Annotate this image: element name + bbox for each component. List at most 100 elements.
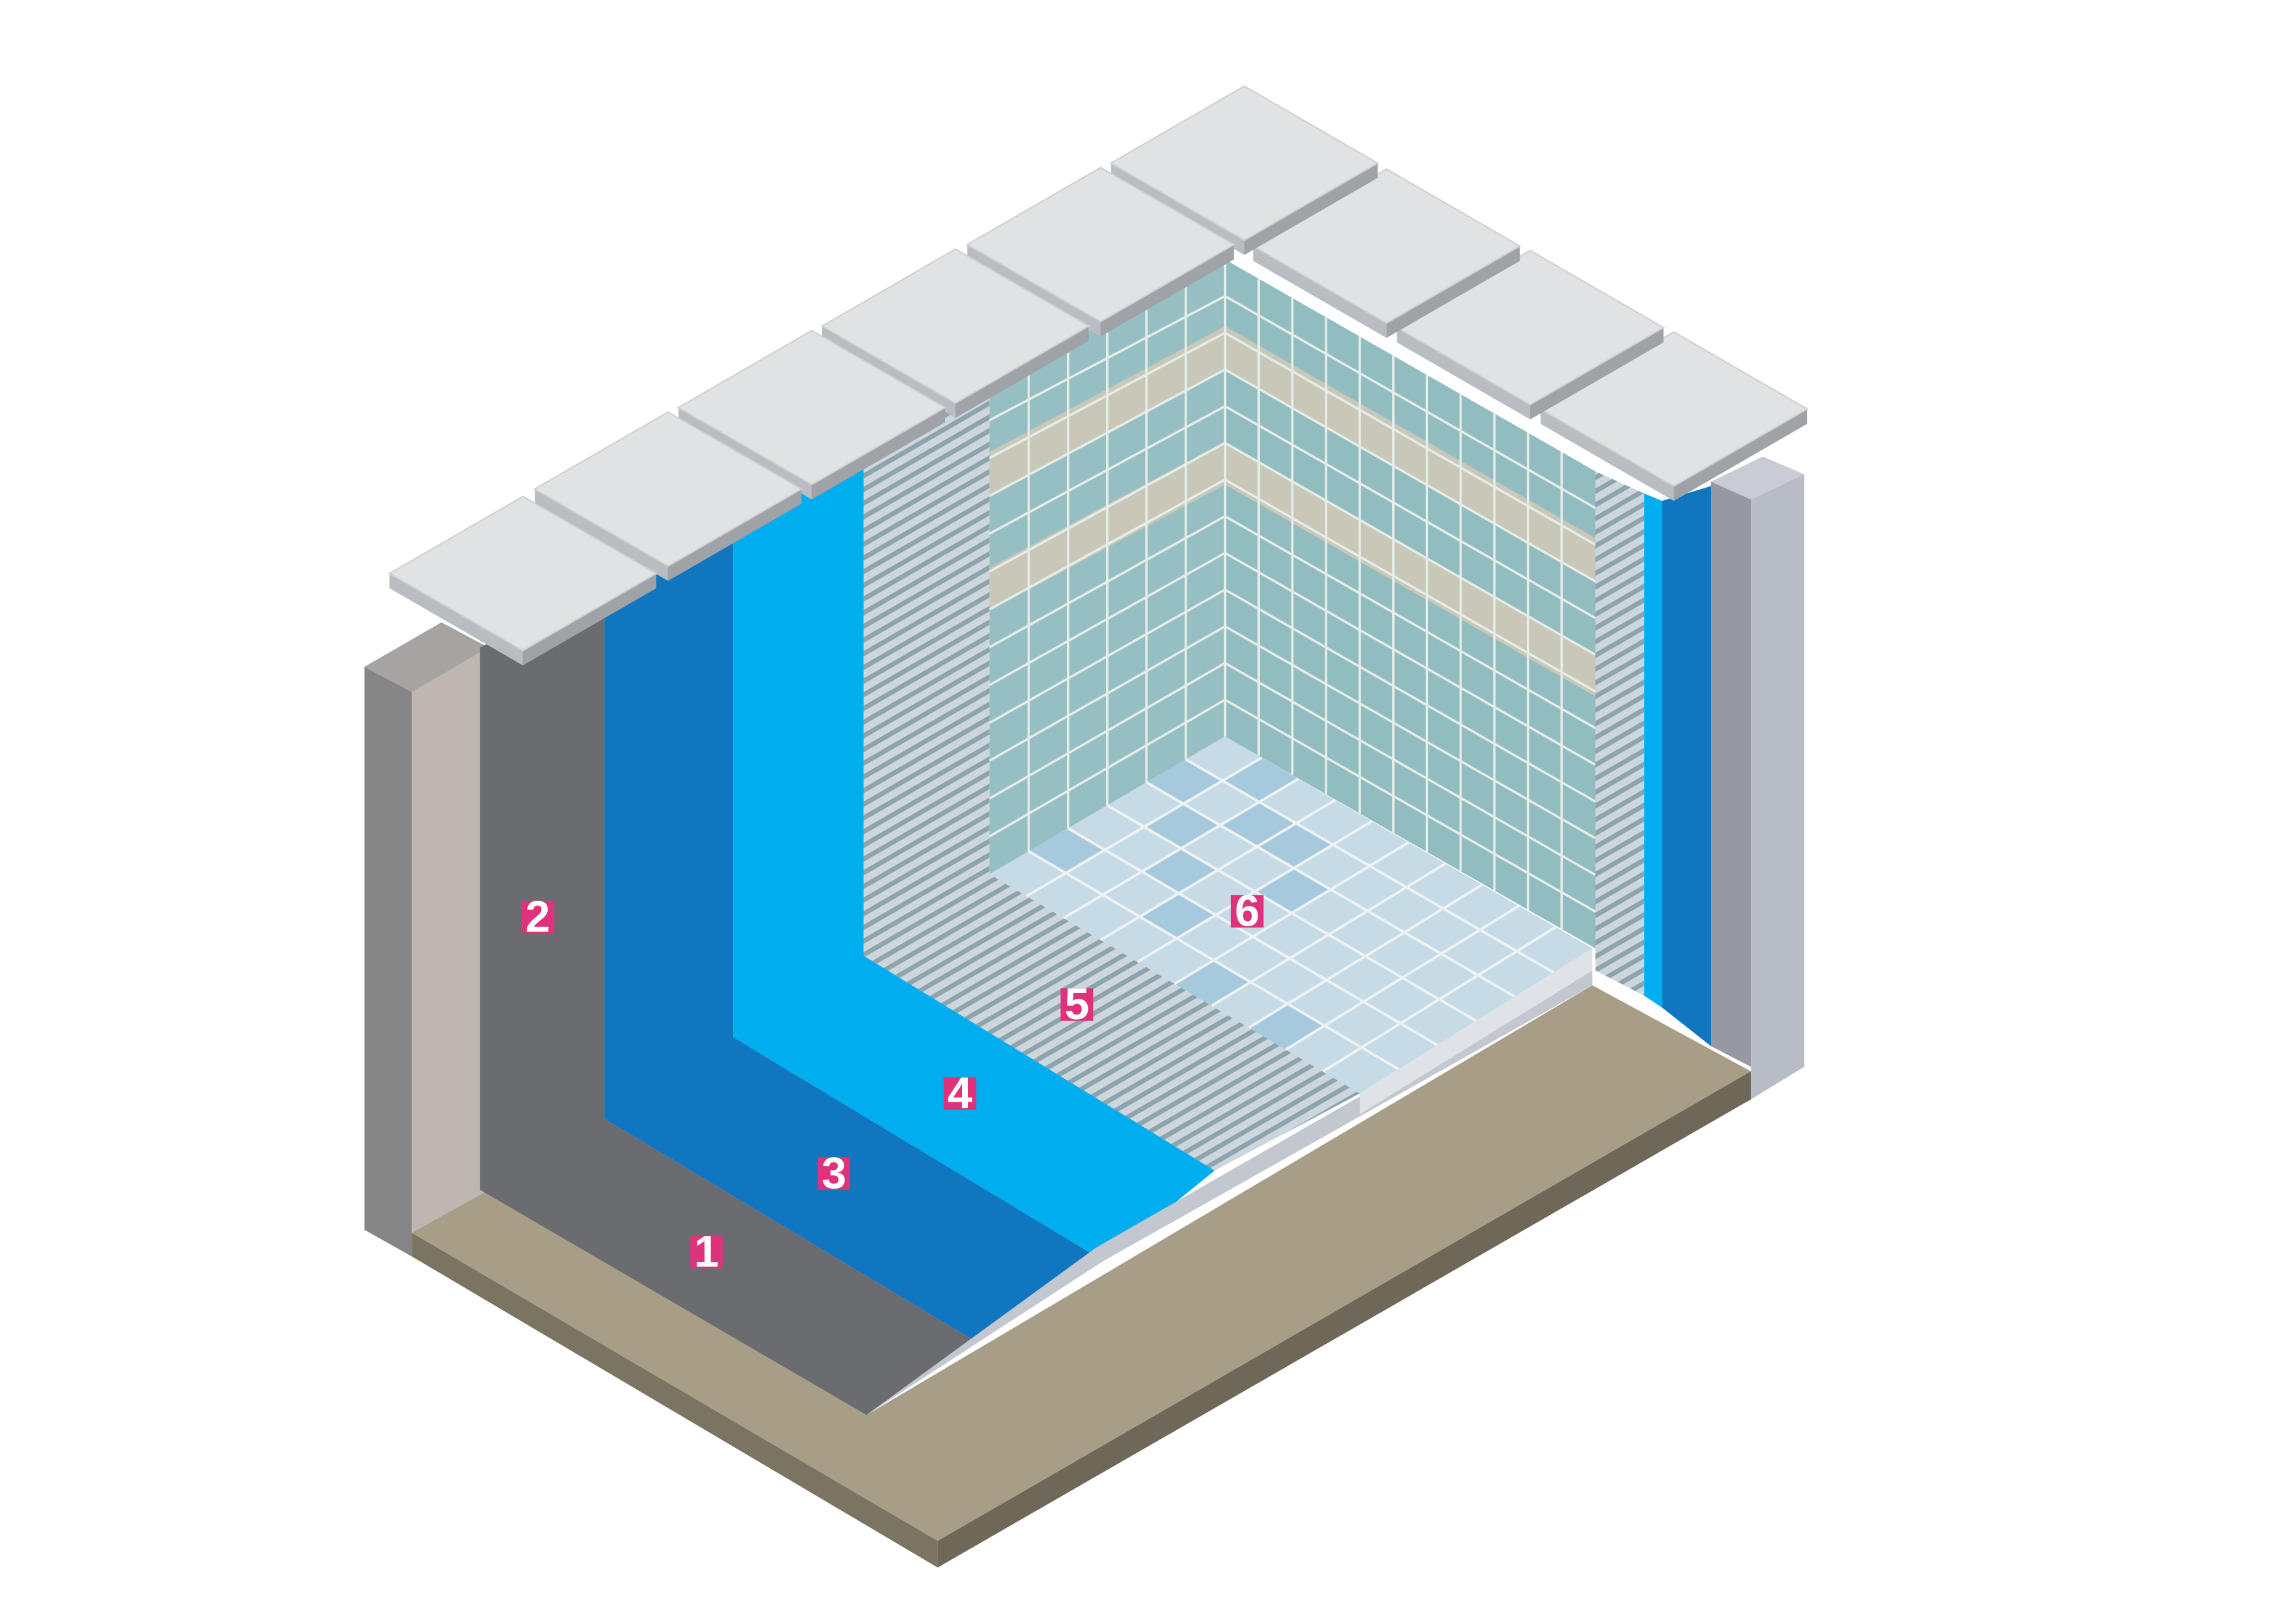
coping-stone-edge <box>1386 245 1520 338</box>
render-layer <box>480 581 975 1415</box>
marker-5-badge <box>1060 988 1094 1021</box>
grout-line <box>988 698 1226 838</box>
grout-line <box>1028 850 1399 1071</box>
coping-stone-side <box>389 573 523 666</box>
grout-line <box>1224 625 1596 840</box>
coping-stone-side <box>535 489 668 581</box>
grout-line <box>1067 827 1439 1047</box>
coping-stone-top <box>820 248 1090 405</box>
coping-stone-edge <box>1100 244 1234 337</box>
wall-tiles-right <box>1225 259 1596 948</box>
adhesive-layer <box>863 382 1360 1171</box>
grout-line <box>988 588 1226 724</box>
membrane-layer-light <box>733 447 1215 1261</box>
coping-stone-top <box>533 411 803 568</box>
right-section-layers <box>1595 456 1804 1100</box>
coping-stones <box>387 85 1809 666</box>
coping-stone-top <box>1109 85 1380 242</box>
marker-6: 6 <box>1230 887 1264 936</box>
slab-front-right <box>937 1071 1751 1568</box>
grout-line <box>1224 331 1596 546</box>
right-membrane-light <box>1644 493 1662 1008</box>
coping-stone-side <box>1397 327 1530 420</box>
marker-5: 5 <box>1060 980 1094 1029</box>
grout-line <box>988 625 1226 762</box>
adhesive-wall <box>863 382 990 956</box>
coping-stone-edge <box>1530 327 1664 420</box>
coping-stone-side <box>1540 408 1674 501</box>
grout-line <box>1224 295 1596 509</box>
grout-line <box>1224 588 1596 803</box>
marker-3-label: 3 <box>821 1149 846 1198</box>
grout-line <box>988 368 1226 497</box>
floor-tile-edge <box>1359 948 1592 1115</box>
grout-line <box>988 552 1226 687</box>
marker-1-badge <box>690 1235 723 1269</box>
membrane-layer-dark <box>604 515 1104 1341</box>
right-render-layer <box>1711 481 1751 1067</box>
grout-line <box>988 662 1226 800</box>
grout-line <box>1224 515 1596 729</box>
marker-2-label: 2 <box>526 893 550 942</box>
right-membrane-dark <box>1662 486 1712 1047</box>
grout-line <box>1224 662 1596 876</box>
marker-3: 3 <box>817 1149 851 1198</box>
right-structure-post <box>1751 474 1804 1100</box>
grout-line <box>1106 804 1477 1022</box>
grout-line <box>988 295 1226 422</box>
left-structure-wall <box>364 622 489 1257</box>
right-structure-top <box>1711 456 1804 499</box>
coping-stone-side <box>1253 245 1387 338</box>
right-adhesive-strip <box>1595 471 1645 996</box>
coping-stone <box>533 411 803 581</box>
marker-5-label: 5 <box>1064 980 1089 1029</box>
wall-grout-lines <box>988 259 1596 929</box>
grout-line <box>1224 698 1596 913</box>
structure-top <box>364 622 489 693</box>
coping-stone-edge <box>1674 408 1808 501</box>
marker-6-label: 6 <box>1235 887 1260 936</box>
grout-line <box>988 515 1226 649</box>
structure-inner-face <box>412 647 489 1233</box>
accent-band-right-1 <box>1225 326 1596 583</box>
coping-stone <box>965 166 1236 337</box>
grout-line <box>1224 368 1596 583</box>
coping-stone-edge <box>522 573 656 666</box>
grout-line <box>1224 478 1596 693</box>
coping-stone-top <box>965 166 1236 323</box>
coping-stone-edge <box>812 407 945 499</box>
grout-line <box>1185 758 1554 974</box>
grout-line <box>1224 552 1596 766</box>
grout-line <box>988 405 1226 535</box>
marker-4-label: 4 <box>948 1069 973 1118</box>
grout-line <box>988 478 1226 611</box>
marker-2: 2 <box>521 893 554 942</box>
base-slab <box>412 985 1751 1568</box>
floor-grout-lines <box>1026 756 1556 1073</box>
marker-6-badge <box>1230 895 1264 928</box>
marker-1-label: 1 <box>694 1227 719 1276</box>
accent-band-right-2 <box>1225 441 1596 696</box>
coping-stone-edge <box>1244 163 1378 255</box>
slab-top <box>412 985 1751 1542</box>
coping-stone <box>387 496 658 666</box>
coping-stone-edge <box>668 489 802 581</box>
grout-line <box>988 442 1226 573</box>
marker-4: 4 <box>943 1069 977 1118</box>
marker-1: 1 <box>690 1227 723 1276</box>
coping-stone-top <box>677 329 947 486</box>
marker-2-badge <box>521 901 554 934</box>
coping-stone-edge <box>955 326 1089 418</box>
grout-line <box>1224 442 1596 656</box>
marker-4-badge <box>943 1077 977 1110</box>
grout-line <box>1224 405 1596 619</box>
grout-line <box>988 331 1226 460</box>
structure-side-face <box>364 666 412 1257</box>
adhesive-floor <box>863 874 1360 1171</box>
coping-stone-top <box>387 496 658 652</box>
tile-layer <box>988 259 1596 1115</box>
grout-line <box>1145 781 1516 998</box>
marker-3-badge <box>817 1157 851 1190</box>
slab-front-left <box>412 1233 938 1568</box>
